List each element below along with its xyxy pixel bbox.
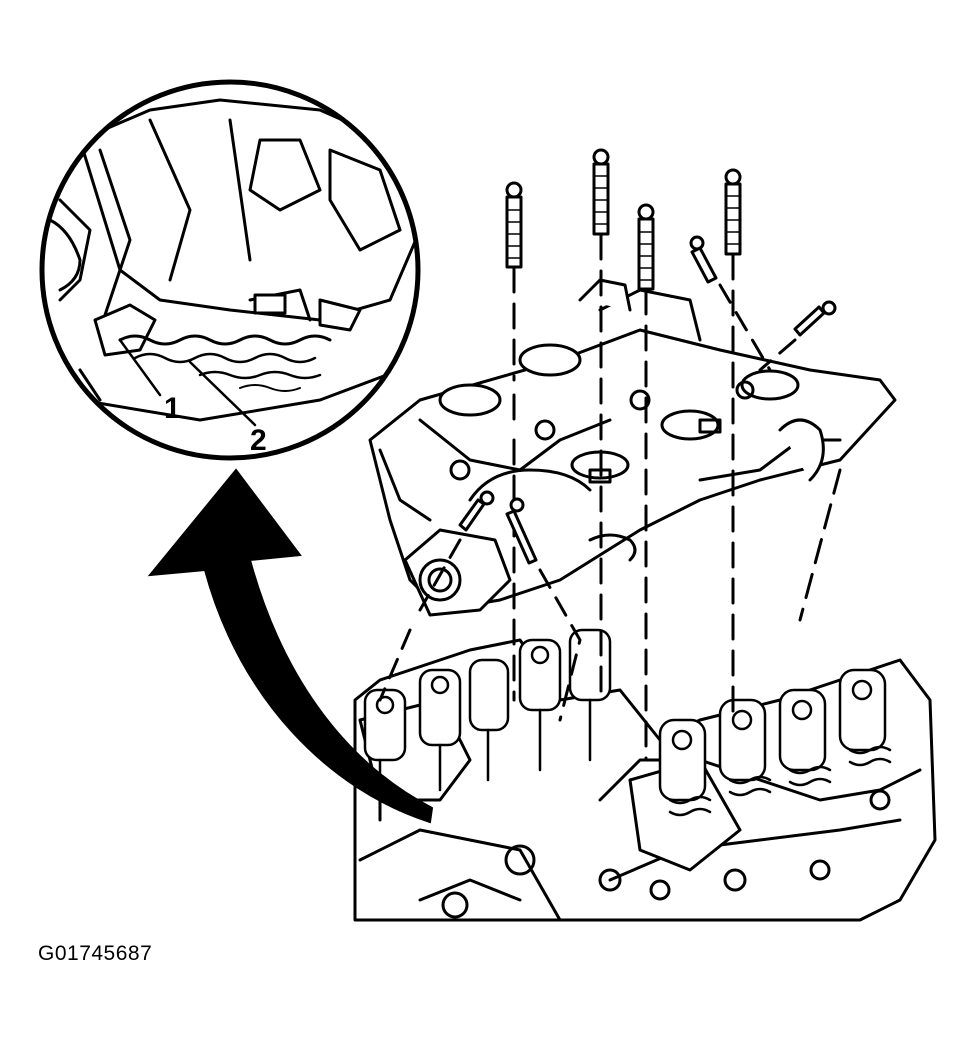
- figure-id: G01745687: [38, 942, 153, 965]
- detail-callout-arrow: [147, 468, 434, 824]
- bolt: [378, 490, 495, 702]
- bolt: [592, 148, 610, 702]
- callout-1-leader: [118, 338, 162, 397]
- callout-1-label: 1: [164, 392, 181, 425]
- right-bank-rocker-arms: [658, 668, 892, 817]
- bolt: [758, 300, 837, 372]
- intake-manifold: [368, 278, 897, 617]
- callout-leaders: [118, 338, 257, 427]
- manifold-bolts: [378, 148, 842, 762]
- callout-2-label: 2: [250, 424, 267, 457]
- bolt: [505, 181, 523, 702]
- bolt: [689, 235, 772, 372]
- bolt: [637, 203, 655, 762]
- bolt: [505, 497, 582, 722]
- bolt: [724, 168, 742, 722]
- callout-2-leader: [188, 360, 257, 427]
